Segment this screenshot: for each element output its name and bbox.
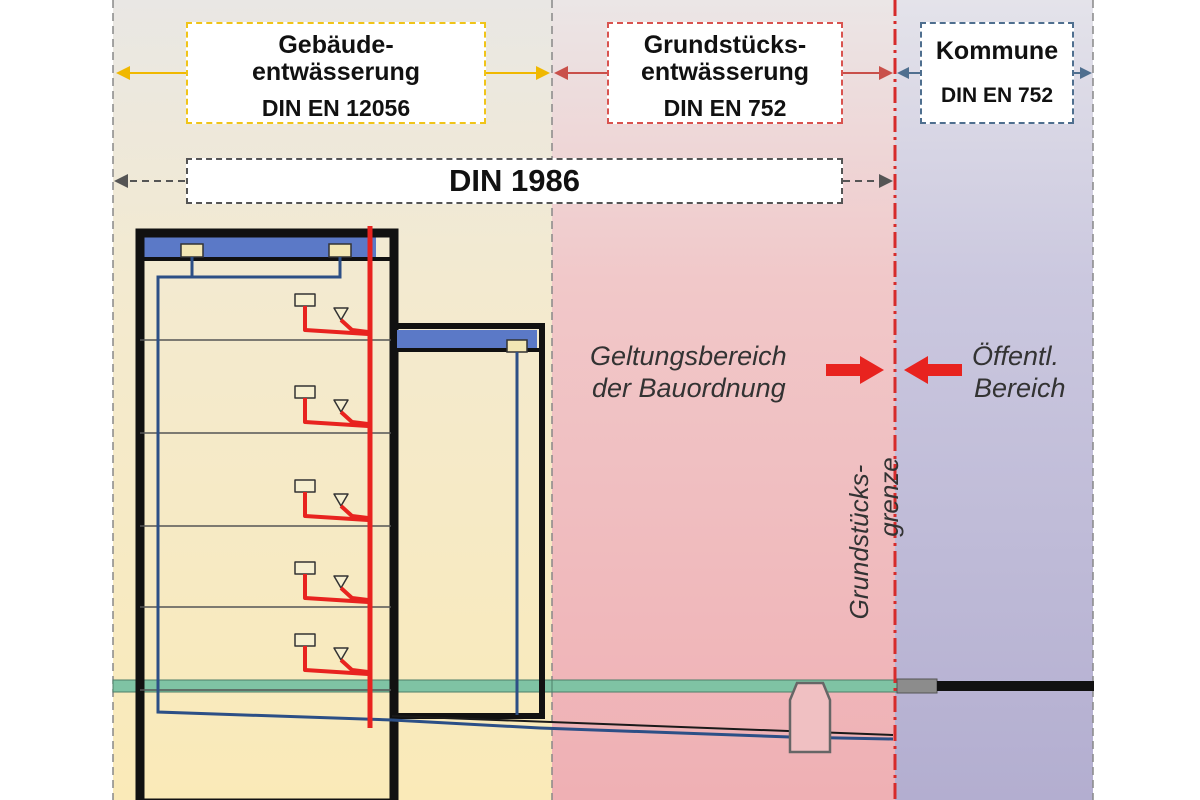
red-arrow-right-icon: [826, 356, 884, 384]
washbasin-icon: [294, 479, 316, 493]
roof-drain: [180, 243, 204, 258]
zone-box-property-drainage: Grundstücks- entwässerung DIN EN 752: [607, 22, 843, 124]
zone-building-bg: [113, 0, 552, 800]
zone-title-line1: Gebäude-: [278, 31, 394, 59]
ground-strip-street: [896, 678, 938, 694]
rainwater-pipes: [156, 257, 894, 741]
building-code-scope-label-line2: der Bauordnung: [592, 373, 786, 403]
red-arrow-left-icon: [904, 356, 962, 384]
toilet-icon: [333, 493, 349, 507]
public-area-label: Öffentl.: [972, 341, 1060, 371]
zone-standard: DIN EN 752: [940, 84, 1054, 107]
din1986-box: DIN 1986: [186, 158, 843, 204]
building-code-scope-label: Geltungsbereich: [590, 341, 787, 371]
toilet-icon: [333, 575, 349, 589]
zone-public-bg: [895, 0, 1093, 800]
property-boundary-label-line1: Grundstücks-: [844, 464, 874, 620]
arrow-left-icon: [897, 67, 909, 79]
annex-building-roof: [394, 330, 537, 350]
zone-title: Kommune: [935, 37, 1059, 65]
arrow-right-icon: [536, 66, 550, 80]
toilet-icon: [333, 647, 349, 661]
zone-box-building-drainage: Gebäude- entwässerung DIN EN 12056: [186, 22, 486, 124]
roof-drain: [328, 243, 352, 258]
arrow-right-icon: [879, 66, 893, 80]
zone-standard: DIN EN 752: [663, 95, 787, 121]
washbasin-icon: [294, 633, 316, 647]
toilet-icon: [333, 399, 349, 413]
zone-standard: DIN EN 12056: [261, 95, 411, 121]
arrow-left-icon: [116, 66, 130, 80]
ground-strip-property: [551, 679, 898, 693]
zone-box-municipality: Kommune DIN EN 752: [920, 22, 1074, 124]
washbasin-icon: [294, 561, 316, 575]
zone-property-bg: [552, 0, 895, 800]
arrow-right-icon: [1080, 67, 1092, 79]
toilet-icon: [333, 307, 349, 321]
arrow-right-icon: [879, 174, 893, 188]
arrow-left-icon: [554, 66, 568, 80]
inspection-chamber-icon: [788, 681, 832, 754]
property-boundary-label: Grundstücks- grenze: [844, 412, 908, 672]
street-surface: [937, 681, 1094, 691]
washbasin-icon: [294, 293, 316, 307]
washbasin-icon: [294, 385, 316, 399]
annex-building-outline: [391, 323, 545, 719]
property-boundary-label-line2: grenze: [874, 457, 904, 537]
zone-title-line2: entwässerung: [640, 58, 810, 86]
arrow-left-icon: [114, 174, 128, 188]
public-area-label-line2: Bereich: [974, 373, 1066, 403]
zone-title-line1: Grundstücks-: [643, 31, 807, 59]
floor-fixtures: [294, 293, 369, 676]
zone-title-line2: entwässerung: [251, 58, 421, 86]
roof-drain: [506, 339, 528, 353]
